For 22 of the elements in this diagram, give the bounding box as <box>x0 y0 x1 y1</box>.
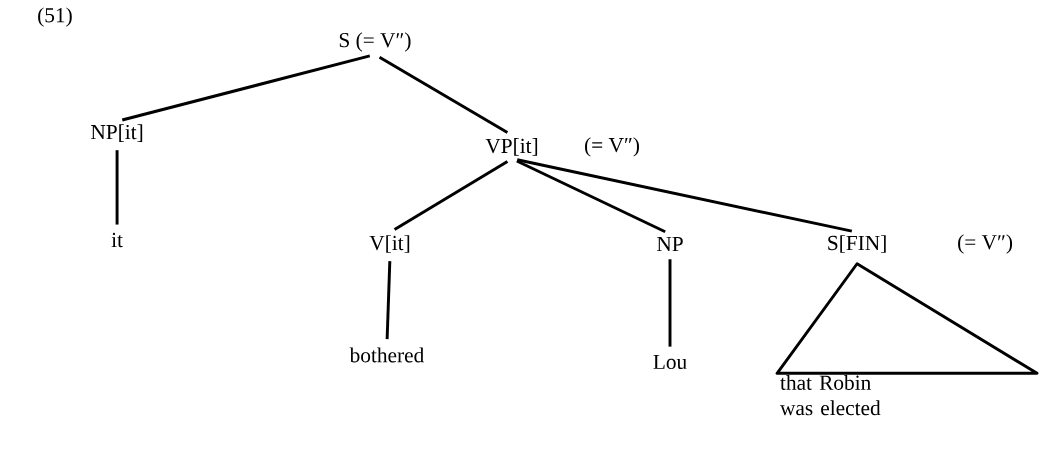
branch-line <box>516 158 853 233</box>
triangle-roof <box>775 262 1039 375</box>
category-label: it <box>111 232 123 248</box>
annotation-label: (= V″) <box>958 234 1013 254</box>
branch-line <box>516 159 666 234</box>
example-number: (51) <box>38 7 72 27</box>
branch-line <box>115 150 119 225</box>
category-label: V[it] <box>369 235 410 253</box>
category-label: NP[it] <box>91 124 143 142</box>
branch-line <box>121 54 371 122</box>
phrase-text: that Robin was elected <box>780 374 881 416</box>
category-label: Lou <box>653 354 687 370</box>
branch-line <box>378 56 509 134</box>
category-label: S (= V″) <box>339 32 411 52</box>
branch-line <box>393 160 509 231</box>
category-label: NP <box>657 237 683 251</box>
category-label: VP[it] <box>485 138 538 156</box>
branch-line <box>668 259 672 347</box>
annotation-label: (= V″) <box>585 137 639 157</box>
category-label: S[FIN] <box>828 235 886 253</box>
branch-line <box>385 261 392 340</box>
category-label: bothered <box>349 347 424 363</box>
